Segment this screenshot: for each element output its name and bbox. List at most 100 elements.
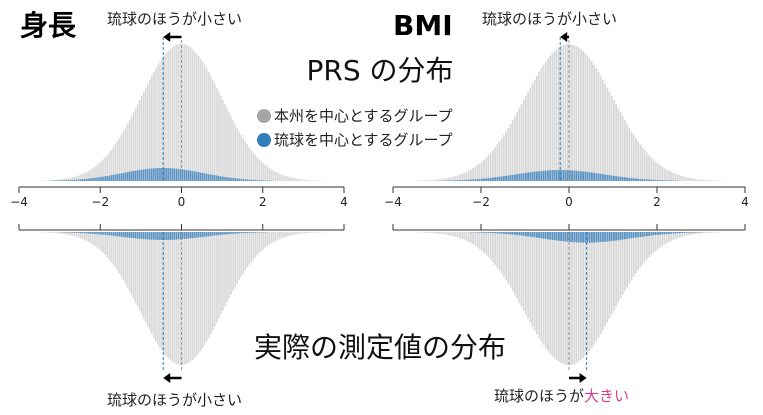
prs-ryukyu-bar <box>140 169 143 181</box>
measured-honshu-bar <box>266 232 269 246</box>
prs-ryukyu-bar <box>476 179 479 181</box>
measured-ryukyu-bar <box>155 232 157 240</box>
measured-honshu-bar <box>654 232 657 251</box>
prs-honshu-bar <box>207 71 210 181</box>
measured-honshu-bar <box>287 232 289 237</box>
prs-ryukyu-bar <box>79 179 82 181</box>
measured-honshu-bar <box>452 232 455 237</box>
prs-ryukyu-bar <box>505 175 507 181</box>
prs-ryukyu-bar <box>496 177 499 181</box>
prs-honshu-bar <box>454 176 457 181</box>
prs-honshu-bar <box>169 49 171 182</box>
prs-honshu-bar <box>307 179 310 181</box>
prs-ryukyu-bar <box>63 180 66 181</box>
measured-ryukyu-bar <box>86 232 88 234</box>
prs-honshu-bar <box>53 179 56 181</box>
prs-honshu-bar <box>59 179 62 181</box>
measured-ryukyu-bar <box>149 232 151 240</box>
prs-honshu-bar <box>694 178 697 181</box>
measured-honshu-bar <box>106 232 108 258</box>
measured-honshu-bar <box>301 232 303 234</box>
prs-ryukyu-bar <box>617 176 620 181</box>
prs-honshu-bar <box>551 53 554 182</box>
measured-honshu-bar <box>562 232 565 364</box>
prs-ryukyu-bar <box>588 172 591 181</box>
prs-ryukyu-bar <box>197 172 200 181</box>
measured-ryukyu-bar <box>252 232 255 233</box>
prs-honshu-bar <box>500 138 503 181</box>
prs-ryukyu-bar <box>102 176 104 181</box>
prs-ryukyu-bar <box>69 180 72 181</box>
prs-ryukyu-bar <box>657 180 659 181</box>
prs-ryukyu-bar <box>487 178 490 181</box>
measured-honshu-bar <box>544 232 547 348</box>
prs-honshu-bar <box>657 163 659 181</box>
prs-honshu-bar <box>441 178 444 181</box>
measured-honshu-bar <box>584 232 587 356</box>
prs-honshu-bar <box>434 179 437 181</box>
prs-honshu-bar <box>573 45 576 181</box>
measured-honshu-bar <box>597 232 600 338</box>
measured-honshu-bar <box>118 232 121 274</box>
prs-honshu-bar <box>606 87 609 181</box>
prs-honshu-bar <box>646 152 648 181</box>
prs-ryukyu-bar <box>661 180 664 181</box>
measured-ryukyu-bar <box>142 232 145 240</box>
prs-ryukyu-bar <box>187 170 190 181</box>
prs-ryukyu-bar <box>96 177 98 181</box>
measured-honshu-bar <box>432 232 435 234</box>
measured-ryukyu-bar <box>665 232 668 235</box>
prs-ryukyu-bar <box>138 169 141 181</box>
prs-honshu-bar <box>707 180 710 181</box>
prs-ryukyu-bar <box>584 171 587 181</box>
prs-honshu-bar <box>106 155 108 181</box>
measured-honshu-bar <box>571 232 573 365</box>
measured-ryukyu-bar <box>90 232 92 234</box>
measured-ryukyu-bar <box>159 232 161 240</box>
measured-ryukyu-bar <box>140 232 143 239</box>
measured-honshu-bar <box>670 232 672 241</box>
prs-ryukyu-bar <box>659 180 661 181</box>
measured-honshu-bar <box>553 232 556 359</box>
prs-ryukyu-bar <box>646 179 648 181</box>
arrow-head-icon <box>163 373 171 383</box>
prs-honshu-bar <box>459 174 461 181</box>
measured-honshu-bar <box>216 232 218 323</box>
prs-ryukyu-bar <box>201 172 204 181</box>
prs-honshu-bar <box>299 179 301 181</box>
prs-honshu-bar <box>240 134 243 181</box>
prs-honshu-bar <box>187 46 190 181</box>
measured-ryukyu-bar <box>195 232 198 238</box>
prs-ryukyu-bar <box>77 179 80 181</box>
prs-ryukyu-bar <box>641 179 644 181</box>
measured-ryukyu-bar <box>588 232 591 243</box>
bmi-measured-note: 琉球のほうが大きい <box>494 387 629 405</box>
prs-honshu-bar <box>126 124 129 181</box>
measured-ryukyu-bar <box>687 232 690 233</box>
prs-ryukyu-bar <box>246 179 249 181</box>
measured-honshu-bar <box>698 232 701 234</box>
measured-ryukyu-bar <box>652 232 655 236</box>
prs-honshu-bar <box>476 165 479 181</box>
prs-ryukyu-bar <box>59 180 62 181</box>
measured-ryukyu-bar <box>685 232 688 233</box>
prs-ryukyu-bar <box>595 173 598 181</box>
measured-honshu-bar <box>203 232 206 345</box>
measured-ryukyu-bar <box>584 232 587 243</box>
prs-honshu-bar <box>591 61 593 181</box>
prs-honshu-bar <box>714 180 716 181</box>
prs-honshu-bar <box>63 178 66 181</box>
prs-honshu-bar <box>220 95 222 181</box>
measured-honshu-bar <box>472 232 474 245</box>
measured-honshu-bar <box>580 232 582 361</box>
measured-ryukyu-bar <box>205 232 208 237</box>
measured-ryukyu-bar <box>138 232 141 239</box>
measured-ryukyu-bar <box>171 232 173 240</box>
prs-ryukyu-bar <box>461 180 463 181</box>
prs-ryukyu-bar <box>555 170 558 181</box>
prs-honshu-bar <box>604 83 606 181</box>
prs-ryukyu-bar <box>628 177 631 181</box>
measured-ryukyu-bar <box>230 232 232 234</box>
prs-honshu-bar <box>110 150 113 181</box>
